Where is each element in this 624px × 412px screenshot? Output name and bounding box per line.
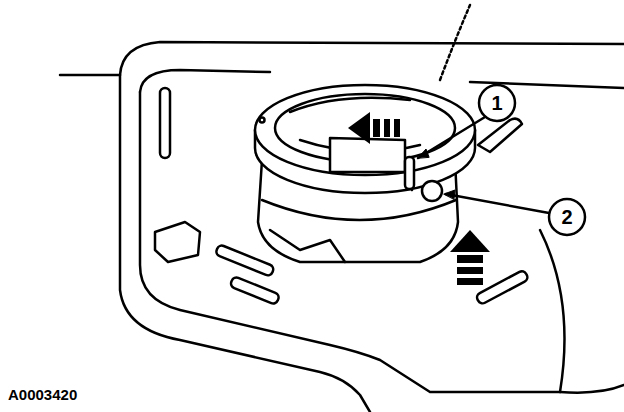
callout-number: 2	[549, 199, 585, 235]
lift-arrow	[450, 230, 490, 285]
leader-line	[446, 194, 549, 213]
callout-circle	[549, 199, 585, 235]
leader-line	[418, 117, 485, 158]
figure-code: A0003420	[8, 386, 77, 403]
plate-outline	[140, 70, 270, 92]
mark	[260, 118, 265, 123]
lock-ring-detail	[290, 98, 410, 112]
rim-line	[60, 74, 120, 77]
callout-circle	[479, 85, 515, 121]
pin	[405, 157, 414, 189]
plate-outline	[560, 385, 624, 393]
leader-arrowhead	[418, 149, 429, 158]
slot	[230, 276, 280, 305]
locator-block	[155, 222, 200, 262]
module-detail	[270, 230, 345, 262]
lock-ring	[255, 85, 475, 175]
wire	[440, 5, 470, 80]
slot	[475, 270, 529, 306]
slot	[160, 88, 170, 158]
module-ring	[262, 200, 456, 220]
slot	[215, 244, 275, 277]
hole	[422, 181, 442, 201]
rotation-arrow	[348, 112, 400, 144]
lock-notch	[330, 138, 405, 172]
callout-number: 1	[479, 85, 515, 121]
tab	[478, 119, 522, 152]
plate-outline	[540, 230, 565, 392]
leader-arrowhead	[444, 190, 455, 199]
